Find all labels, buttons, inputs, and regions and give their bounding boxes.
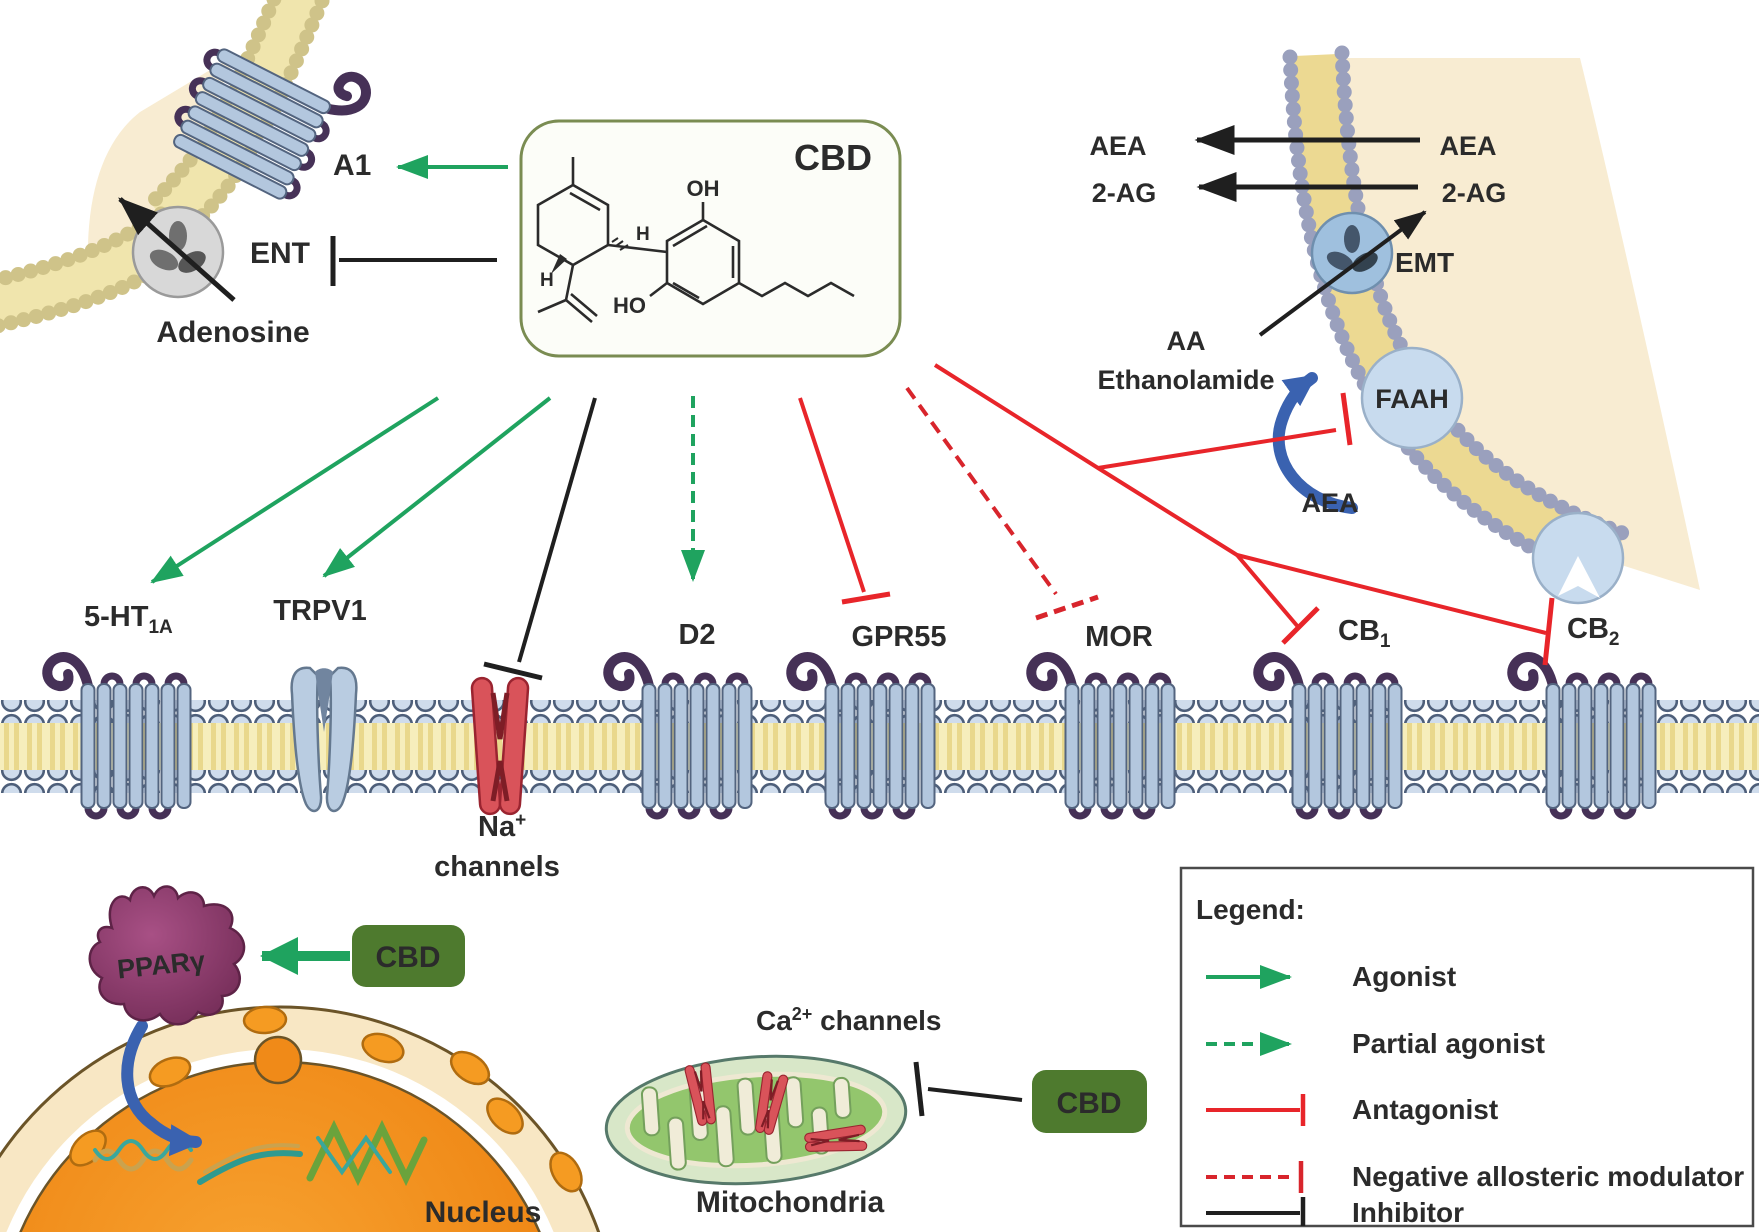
legend-title: Legend: [1196,894,1305,925]
cbd-skeletal-structure [536,157,855,323]
inhibitor-tbar-ent [330,236,497,286]
cbd-pill-left-bg [352,925,465,987]
ca-channels-label: Ca2+ channels [756,1004,942,1036]
mitochondria-group: CBD [604,1054,1147,1186]
faah-enzyme-icon [1360,346,1464,450]
cbd-pill-mid-label: CBD [1057,1087,1122,1120]
legend-nam-sample [1206,1161,1304,1193]
cbd-pill-mid: CBD [1032,1070,1147,1133]
cbd-pill-left: CBD [352,925,465,987]
agonist-arrow-5ht1a [150,396,440,584]
stereo-h-right: H [636,224,650,245]
nuclear-pore-channel [253,1035,303,1085]
faah-hydrolysis-arrow [1272,372,1358,514]
legend-item-label: Partial agonist [1352,1028,1545,1059]
inhibitor-tbar-mitochondria [913,1061,1023,1117]
cbd-pill-left-label: CBD [376,941,441,974]
cbd-pill-mid-bg [1032,1070,1147,1133]
na-label: Na+ [478,810,526,843]
antagonist-lines-faah-cb1-cb2 [933,363,1555,666]
ent-label: ENT [250,237,310,270]
hydroxyl-bottom: HO [613,293,646,318]
ppar-protein-icon [88,885,246,1026]
2ag-out-label: 2-AG [1092,178,1157,208]
ethanolamide-label: Ethanolamide [1097,365,1274,395]
trpv1-channel-icon [290,666,358,813]
ppar-translocation-arrow [121,1020,202,1157]
legend-item-label: Inhibitor [1352,1197,1464,1228]
adenosine-transport-arrow [118,197,236,302]
cbd-structure-panel: CBD H H OH HO [519,119,902,358]
nam-tbar-mor [905,386,1099,621]
legend-box: Legend: Agonist Partial agonist Antagoni… [1179,866,1755,1228]
adenosine-label: Adenosine [156,316,309,349]
hydroxyl-top: OH [687,176,720,201]
mitochondria-label: Mitochondria [696,1186,885,1219]
faah-label: FAAH [1375,384,1449,414]
stereo-h-left: H [540,270,554,291]
aea-out-label: AEA [1089,131,1146,161]
top-right-cell-membrane [1194,45,1700,605]
stereo-wedge [551,254,567,274]
ppar-group: PPARγ [88,885,246,1026]
cb1-label: CB1 [1338,615,1391,652]
emt-transport-arrow [1258,210,1427,337]
emt-label: EMT [1395,247,1454,278]
nuclear-pores [69,1005,583,1193]
trpv1-label: TRPV1 [273,595,366,627]
legend-item-label: Antagonist [1352,1094,1498,1125]
aa-label: AA [1167,326,1206,356]
legend-item-label: Agonist [1352,961,1456,992]
nucleus-group [0,1005,601,1232]
na-channels-label: channels [434,851,560,883]
nucleus-label: Nucleus [425,1196,542,1229]
cb2-label: CB2 [1567,613,1619,650]
inhibitor-tbar-na [483,397,597,681]
d2-label: D2 [678,619,715,651]
2ag-in-label: 2-AG [1442,178,1507,208]
aea-in-label: AEA [1439,131,1496,161]
cbd-title: CBD [794,137,872,178]
blob-notch [1558,556,1600,598]
cbd-panel-border [519,119,902,358]
text-labels: A1 ENT Adenosine AEA 2-AG AEA 2-AG EMT A… [84,131,1619,1229]
legend-item-label: Negative allosteric modulator [1352,1161,1744,1192]
antagonist-tbar-gpr55 [798,397,891,605]
agonist-arrow-trpv1 [322,396,552,578]
cell-interior-beige [1318,58,1700,590]
top-left-cell-membrane [0,0,372,334]
mor-label: MOR [1085,621,1153,653]
a1-label: A1 [333,149,371,182]
dna-strands-icon [92,1119,428,1187]
legend-antagonist-sample [1206,1094,1306,1126]
legend-inhibitor-sample [1206,1197,1306,1226]
interaction-arrows [150,155,1555,681]
emt-transporter-core [1326,225,1378,272]
gpr55-label: GPR55 [851,621,946,653]
5ht1a-label: 5-HT1A [84,601,173,638]
aea-low-label: AEA [1301,488,1358,518]
